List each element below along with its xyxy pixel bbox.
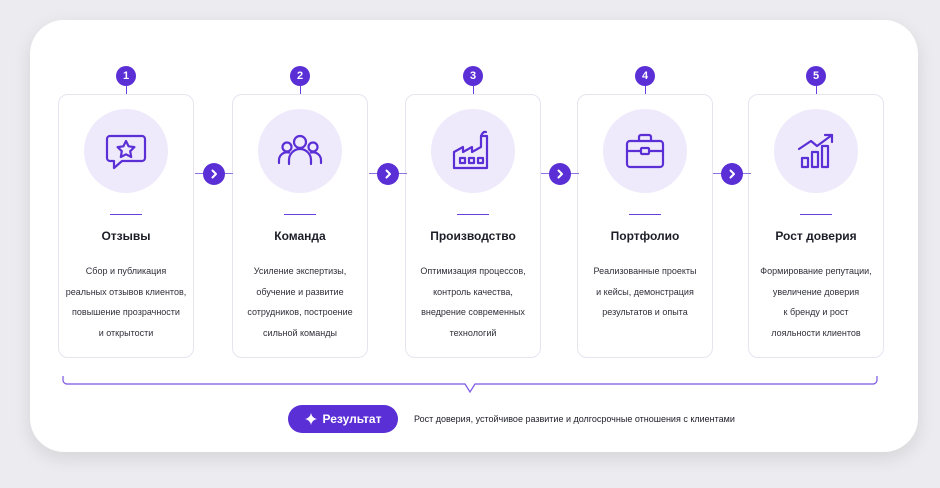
badge-connector — [472, 86, 474, 94]
factory-icon — [431, 109, 515, 193]
step-description: Реализованные проекты и кейсы, демонстра… — [593, 266, 697, 317]
result-description: Рост доверия, устойчивое развитие и долг… — [414, 414, 735, 424]
sparkle-icon — [304, 413, 317, 425]
step-title: Рост доверия — [775, 229, 857, 243]
divider — [800, 214, 832, 215]
step-description: Формирование репутации, увеличение довер… — [760, 266, 872, 338]
summary-bracket — [62, 376, 878, 394]
step-description: Усиление экспертизы, обучение и развитие… — [247, 266, 353, 338]
step-card: Производство Оптимизация процессов, конт… — [405, 94, 541, 358]
step-number-badge: 3 — [463, 66, 483, 86]
divider — [457, 214, 489, 215]
badge-connector — [299, 86, 301, 94]
result-label: Результат — [322, 412, 382, 426]
briefcase-icon — [603, 109, 687, 193]
chat-star-icon — [84, 109, 168, 193]
step-number-badge: 5 — [806, 66, 826, 86]
step-number-badge: 2 — [290, 66, 310, 86]
badge-connector — [125, 86, 127, 94]
step-card: Портфолио Реализованные проекты и кейсы,… — [577, 94, 713, 358]
step-number-badge: 1 — [116, 66, 136, 86]
step-number-badge: 4 — [635, 66, 655, 86]
divider — [629, 214, 661, 215]
step-card: Отзывы Сбор и публикация реальных отзыво… — [58, 94, 194, 358]
divider — [284, 214, 316, 215]
growth-chart-icon — [774, 109, 858, 193]
step-description: Сбор и публикация реальных отзывов клиен… — [65, 266, 187, 338]
step-card: Рост доверия Формирование репутации, уве… — [748, 94, 884, 358]
step-title: Производство — [430, 229, 516, 243]
result-badge: Результат — [288, 405, 398, 433]
step-title: Команда — [274, 229, 326, 243]
badge-connector — [815, 86, 817, 94]
step-title: Портфолио — [610, 229, 680, 243]
chevron-right-icon — [721, 163, 743, 185]
team-icon — [258, 109, 342, 193]
divider — [110, 214, 142, 215]
badge-connector — [644, 86, 646, 94]
chevron-right-icon — [377, 163, 399, 185]
step-description: Оптимизация процессов, контроль качества… — [420, 266, 526, 338]
chevron-right-icon — [549, 163, 571, 185]
step-title: Отзывы — [101, 229, 151, 243]
chevron-right-icon — [203, 163, 225, 185]
step-card: Команда Усиление экспертизы, обучение и … — [232, 94, 368, 358]
